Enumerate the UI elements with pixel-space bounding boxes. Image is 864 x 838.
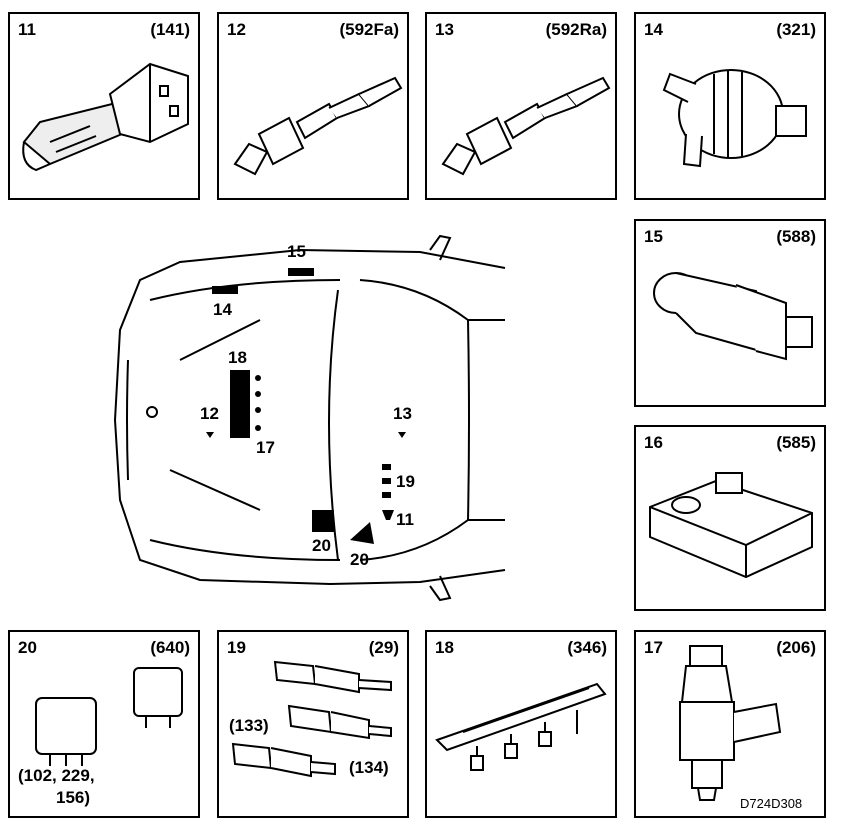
idle-air-control-valve-icon <box>653 272 813 361</box>
relay-icon <box>35 667 183 766</box>
pressure-sensor-icon <box>649 472 813 579</box>
component-code: (588) <box>776 227 816 246</box>
document-id: D724D308 <box>740 796 803 811</box>
oxygen-sensor-icon <box>233 76 403 176</box>
switch-extra-code-left: (133) <box>229 716 269 735</box>
marker-label-20a: 20 <box>312 536 331 555</box>
panel-13: 13 (592Ra) <box>425 12 617 200</box>
component-number: 11 <box>18 20 36 39</box>
component-location-markers <box>206 268 406 544</box>
relay-extra-codes-2: 156) <box>56 788 91 807</box>
combination-switch-icon <box>22 62 189 172</box>
component-number: 17 <box>644 638 663 657</box>
marker-label-14: 14 <box>213 300 232 319</box>
marker-label-20b: 20 <box>350 550 369 569</box>
component-number: 15 <box>644 227 663 246</box>
component-number: 13 <box>435 20 454 39</box>
panel-15: 15 (588) <box>634 219 826 407</box>
panel-20: 20 (640) (102, 229, 156) <box>8 630 200 818</box>
marker-label-17: 17 <box>256 438 275 457</box>
marker-label-11: 11 <box>396 510 414 529</box>
component-code: (585) <box>776 433 816 452</box>
component-number: 20 <box>18 638 37 657</box>
component-number: 12 <box>227 20 246 39</box>
oxygen-sensor-icon <box>441 76 611 176</box>
marker-label-12: 12 <box>200 404 219 423</box>
pedal-switch-icon <box>231 660 392 778</box>
component-number: 19 <box>227 638 246 657</box>
component-code: (592Fa) <box>339 20 399 39</box>
component-code: (141) <box>150 20 190 39</box>
panel-17: 17 (206) D724D308 <box>634 630 826 818</box>
panel-14: 14 (321) <box>634 12 826 200</box>
component-code: (640) <box>150 638 190 657</box>
panel-11: 11 (141) <box>8 12 200 200</box>
component-number: 14 <box>644 20 663 39</box>
panel-19: 19 (29) (133) (134) <box>217 630 409 818</box>
fuel-rail-icon <box>435 682 607 771</box>
component-code: (346) <box>567 638 607 657</box>
switch-extra-code-right: (134) <box>349 758 389 777</box>
marker-label-18: 18 <box>228 348 247 367</box>
fuel-injector-icon <box>679 645 782 801</box>
marker-label-19: 19 <box>396 472 415 491</box>
component-code: (592Ra) <box>545 20 607 39</box>
relay-extra-codes: (102, 229, <box>18 766 95 785</box>
panel-12: 12 (592Fa) <box>217 12 409 200</box>
panel-16: 16 (585) <box>634 425 826 611</box>
component-number: 16 <box>644 433 663 452</box>
valve-icon <box>662 69 807 168</box>
panel-18: 18 (346) <box>425 630 617 818</box>
component-code: (321) <box>776 20 816 39</box>
component-code: (29) <box>368 638 399 657</box>
marker-label-15: 15 <box>287 242 306 261</box>
marker-label-13: 13 <box>393 404 412 423</box>
component-number: 18 <box>435 638 454 657</box>
component-code: (206) <box>776 638 816 657</box>
